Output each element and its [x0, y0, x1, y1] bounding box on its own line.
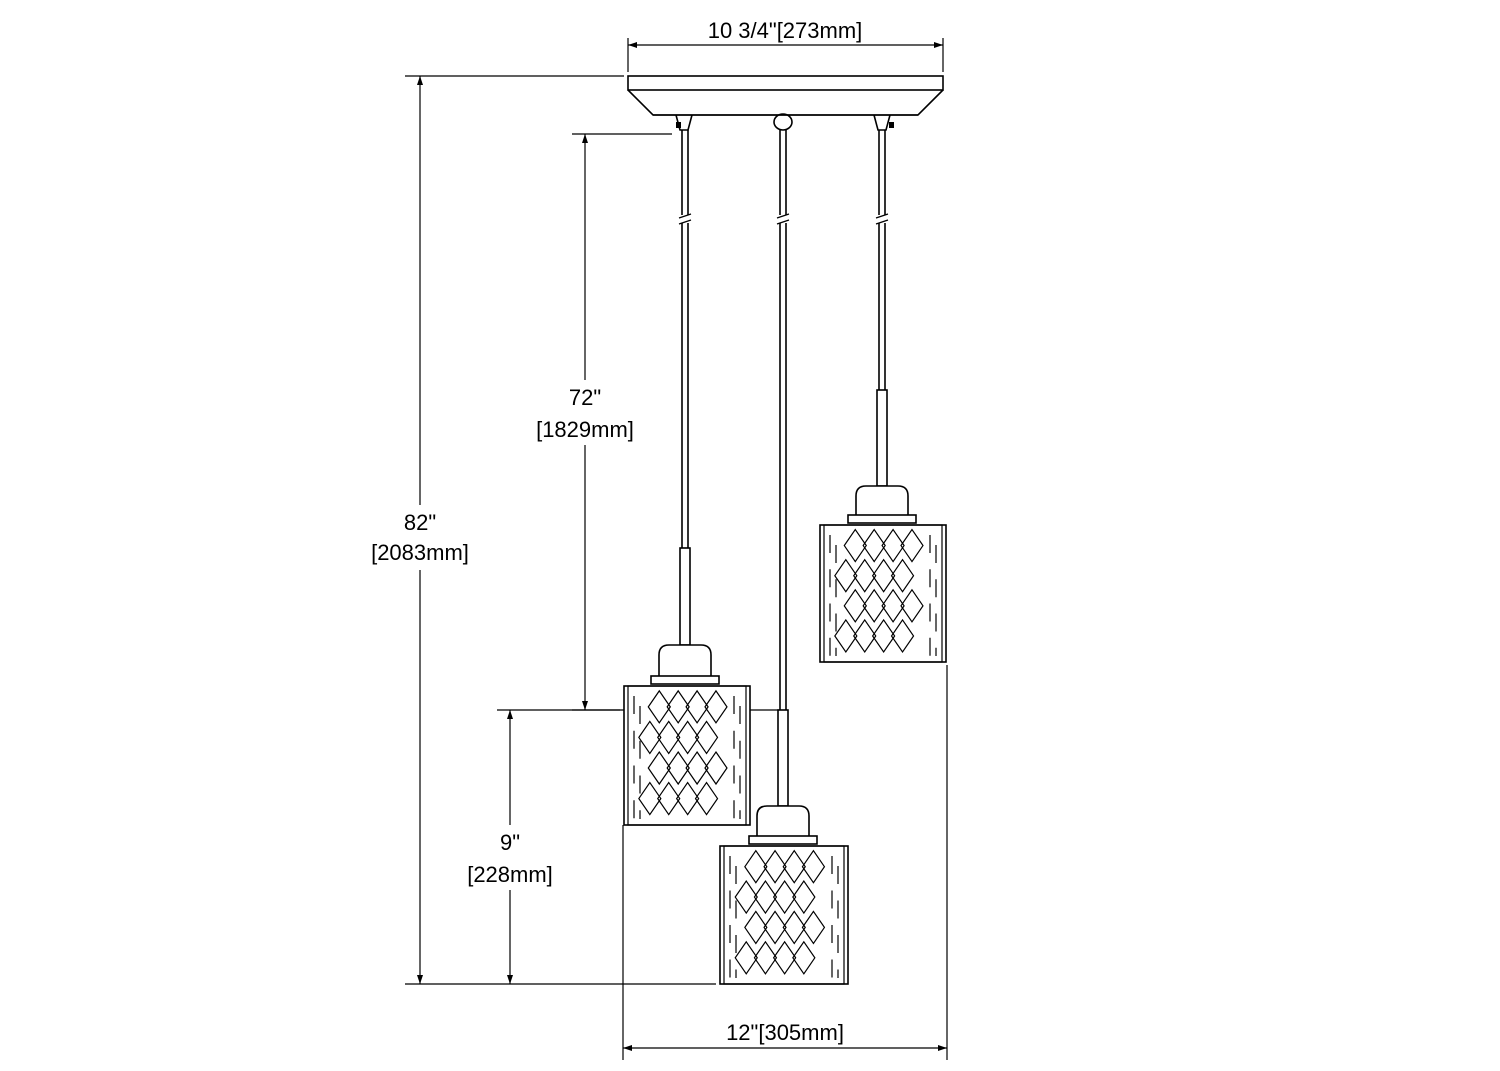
socket-cap [855, 485, 909, 515]
stem [777, 709, 789, 807]
shade-height-dimension: 9" [228mm] [455, 709, 620, 984]
shade-height-metric: [228mm] [467, 862, 553, 887]
shade-height-imperial: 9" [500, 830, 520, 855]
cord [776, 130, 790, 710]
cord-length-imperial: 72" [569, 385, 601, 410]
glass-shade [819, 524, 947, 663]
pendant-right [819, 130, 947, 663]
pendant-left [623, 130, 751, 826]
canopy-width-label: 10 3/4"[273mm] [708, 18, 863, 43]
glass-shade [623, 685, 751, 826]
spread-width-dimension: 12"[305mm] [622, 665, 948, 1060]
cord [875, 130, 889, 390]
overall-height-dimension: 82" [2083mm] [360, 75, 716, 985]
stem [679, 547, 691, 646]
overall-height-imperial: 82" [404, 510, 436, 535]
cord-length-metric: [1829mm] [536, 417, 634, 442]
socket-cap [756, 805, 810, 836]
pendant-center [719, 130, 849, 985]
spread-width-label: 12"[305mm] [726, 1020, 844, 1045]
cord-length-dimension: 72" [1829mm] [525, 133, 780, 711]
stem [876, 389, 888, 487]
canopy [627, 75, 944, 131]
canopy-width-dimension: 10 3/4"[273mm] [627, 18, 944, 72]
cord [678, 130, 692, 548]
pendant-group [623, 130, 947, 985]
overall-height-metric: [2083mm] [371, 540, 469, 565]
glass-shade [719, 845, 849, 985]
socket-cap [658, 644, 712, 676]
